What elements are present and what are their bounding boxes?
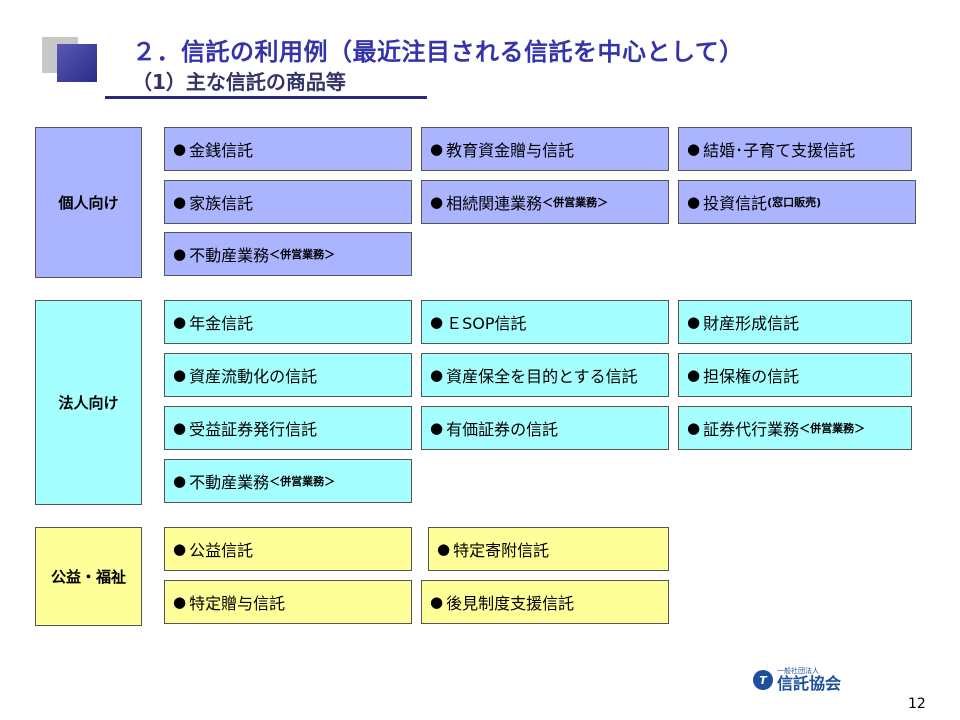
product-box: ●年金信託 (164, 300, 412, 344)
category-label: 法人向け (58, 394, 119, 412)
product-box: ●特定寄附信託 (428, 527, 669, 571)
product-box: ●不動産業務＜併営業務＞ (164, 459, 412, 503)
product-box: ●家族信託 (164, 180, 412, 224)
category-label: 公益・福祉 (50, 568, 126, 586)
title-underline (105, 96, 427, 99)
product-box: ●不動産業務＜併営業務＞ (164, 232, 412, 276)
bullet-icon: ● (687, 193, 701, 211)
bullet-icon: ● (173, 419, 187, 437)
product-box: ●財産形成信託 (678, 300, 912, 344)
bullet-icon: ● (430, 419, 444, 437)
bullet-icon: ● (437, 540, 451, 558)
bullet-icon: ● (173, 245, 187, 263)
trust-association-logo: T 一般社団法人 信託協会 (753, 667, 841, 693)
product-box: ●資産流動化の信託 (164, 353, 412, 397)
page-number: 12 (908, 696, 926, 712)
product-box: ●教育資金贈与信託 (421, 127, 669, 171)
product-box: ●受益証券発行信託 (164, 406, 412, 450)
bullet-icon: ● (430, 366, 444, 384)
bullet-icon: ● (687, 313, 701, 331)
bullet-icon: ● (687, 366, 701, 384)
product-box: ●相続関連業務 ＜併営業務＞ (421, 180, 669, 224)
category-public-welfare: 公益・福祉 (35, 527, 142, 626)
logo-mark-icon: T (753, 670, 773, 690)
product-box: ●公益信託 (164, 527, 412, 571)
bullet-icon: ● (430, 193, 444, 211)
product-box: ●証券代行業務＜併営業務＞ (678, 406, 912, 450)
page-title: ２．信託の利用例（最近注目される信託を中心として） (132, 38, 744, 66)
bullet-icon: ● (173, 540, 187, 558)
bullet-icon: ● (430, 313, 444, 331)
bullet-icon: ● (687, 419, 701, 437)
bullet-icon: ● (173, 313, 187, 331)
product-box: ●資産保全を目的とする信託 (421, 353, 669, 397)
product-box: ●投資信託(窓口販売) (678, 180, 916, 224)
bullet-icon: ● (430, 593, 444, 611)
category-corporate: 法人向け (35, 300, 142, 505)
product-box: ●結婚･子育て支援信託 (678, 127, 912, 171)
decorative-square-blue (57, 44, 97, 82)
bullet-icon: ● (173, 593, 187, 611)
category-label: 個人向け (58, 194, 119, 212)
page-subtitle: （1）主な信託の商品等 (132, 70, 346, 94)
bullet-icon: ● (173, 140, 187, 158)
product-box: ●有価証券の信託 (421, 406, 669, 450)
product-box: ●金銭信託 (164, 127, 412, 171)
bullet-icon: ● (430, 140, 444, 158)
bullet-icon: ● (173, 193, 187, 211)
category-personal: 個人向け (35, 127, 142, 278)
product-box: ●ＥSOP信託 (421, 300, 669, 344)
bullet-icon: ● (173, 366, 187, 384)
bullet-icon: ● (173, 472, 187, 490)
product-box: ●特定贈与信託 (164, 580, 412, 624)
product-box: ●担保権の信託 (678, 353, 912, 397)
product-box: ●後見制度支援信託 (421, 580, 669, 624)
bullet-icon: ● (687, 140, 701, 158)
